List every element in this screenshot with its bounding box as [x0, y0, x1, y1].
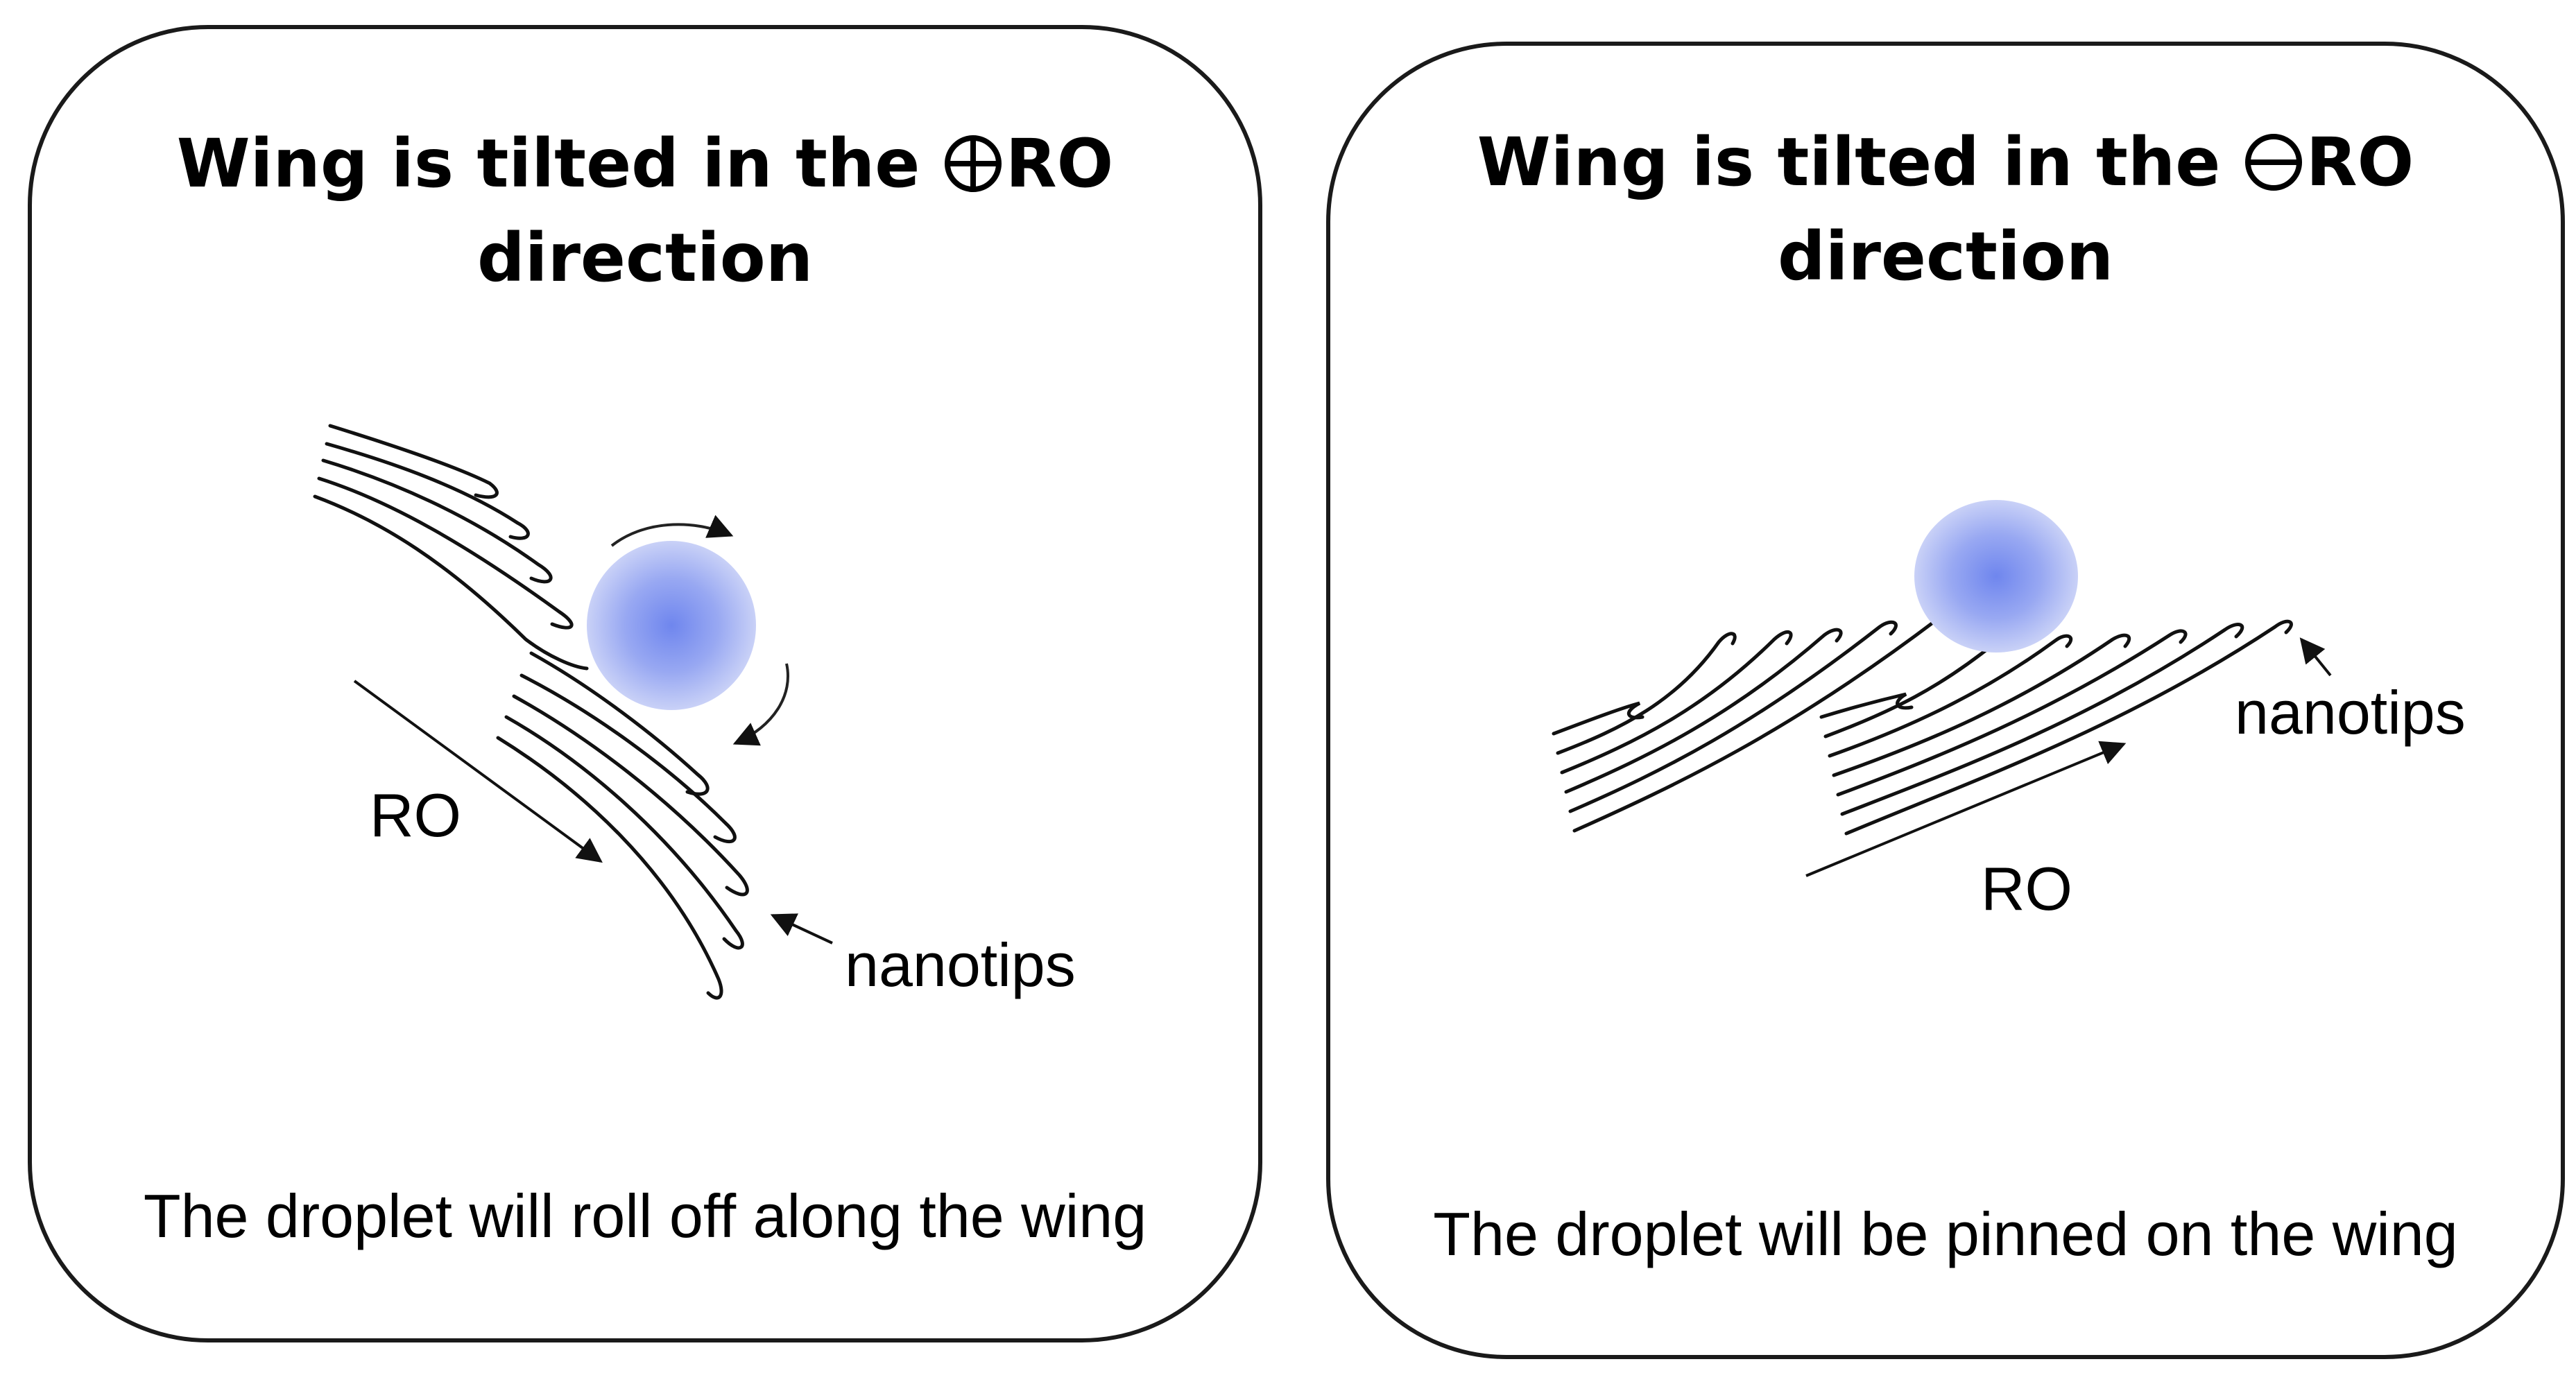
- plus-circle-icon: [944, 135, 1002, 192]
- water-droplet: [1914, 500, 2078, 653]
- caption: The droplet will be pinned on the wing: [1433, 1200, 2458, 1268]
- minus-circle-icon: [2244, 134, 2302, 191]
- caption: The droplet will roll off along the wing: [143, 1182, 1147, 1250]
- rotation-arrow-top: [610, 515, 734, 547]
- panel-negative-ro: Wing is tilted in the RO direction: [1326, 42, 2565, 1359]
- upper-scale-bundle: [313, 424, 589, 671]
- title-suffix: RO: [1005, 125, 1114, 202]
- water-droplet: [587, 541, 756, 710]
- ro-direction-arrow: [1805, 741, 2127, 877]
- title-prefix: Wing is tilted in the: [176, 125, 943, 202]
- nanotips-pointer-arrow: [770, 913, 833, 944]
- rolling-droplet-diagram: [313, 424, 833, 1000]
- title-suffix: RO: [2305, 123, 2414, 201]
- title-line2: direction: [1777, 218, 2114, 295]
- left-scale-bundle: [1552, 613, 1954, 833]
- rotation-arrow-bottom: [732, 663, 789, 746]
- ro-direction-arrow: [353, 680, 603, 863]
- panel-title: Wing is tilted in the RO direction: [32, 116, 1258, 305]
- ro-label: RO: [1981, 854, 2072, 923]
- nanotips-pointer-arrow: [2299, 637, 2332, 677]
- pinned-droplet-diagram: [1552, 500, 2332, 877]
- panel-title: Wing is tilted in the RO direction: [1330, 115, 2561, 304]
- lower-scale-bundle: [496, 651, 749, 1000]
- nanotips-label: nanotips: [2235, 678, 2466, 747]
- ro-label: RO: [370, 781, 461, 849]
- title-prefix: Wing is tilted in the: [1477, 123, 2244, 201]
- panel-positive-ro: Wing is tilted in the RO direction: [28, 25, 1262, 1342]
- title-line2: direction: [476, 219, 814, 297]
- nanotips-label: nanotips: [845, 931, 1076, 999]
